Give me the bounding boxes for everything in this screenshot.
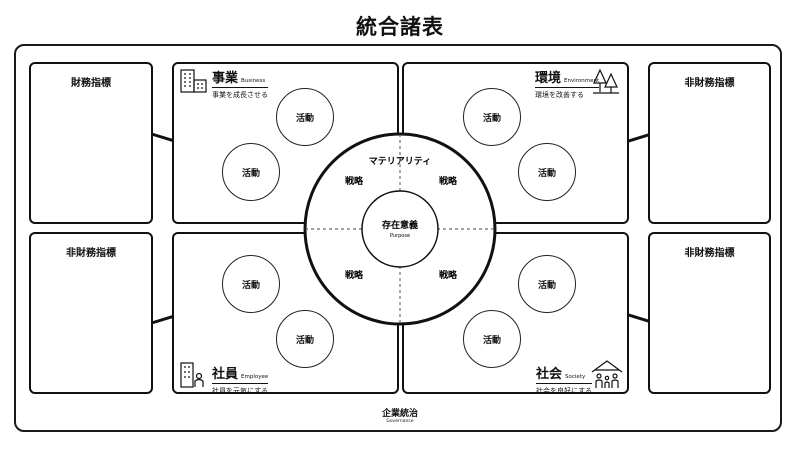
financial-indicator-box-top-left: 財務指標	[29, 62, 153, 224]
governance-label: 企業統治	[381, 409, 418, 419]
page-title: 統合諸表	[356, 15, 444, 39]
environment-title: 環境	[535, 71, 562, 86]
trees-icon	[593, 68, 619, 94]
society-subtitle: 社会を良好にする	[536, 383, 593, 396]
activity-circle: 活動	[518, 143, 576, 201]
purpose-label: 存在意義	[382, 219, 418, 231]
strategy-label: 戦略	[345, 269, 364, 281]
nonfinancial-indicator-label: 非財務指標	[684, 78, 735, 89]
activity-circle: 活動	[276, 88, 334, 146]
business-title: 事業	[212, 71, 239, 86]
society-title: 社会	[536, 367, 563, 382]
strategy-label: 戦略	[439, 175, 458, 187]
activity-circle: 活動	[518, 255, 576, 313]
nonfinancial-indicator-label: 非財務指標	[684, 248, 735, 259]
house-family-icon	[591, 360, 623, 388]
people-icon	[180, 362, 204, 388]
materiality-label: マテリアリティ	[369, 156, 431, 167]
strategy-label: 戦略	[439, 269, 458, 281]
governance-frame	[14, 44, 782, 432]
nonfinancial-indicator-box-bottom-right: 非財務指標	[648, 232, 771, 394]
building-icon	[180, 69, 207, 93]
nonfinancial-indicator-box-bottom-left: 非財務指標	[29, 232, 153, 394]
activity-circle: 活動	[463, 310, 521, 368]
employee-title: 社員	[212, 367, 239, 382]
employee-en: Employee	[241, 374, 269, 380]
activity-circle: 活動	[222, 255, 280, 313]
environment-subtitle: 環境を改善する	[535, 87, 600, 100]
governance-en-label: Governance	[386, 419, 414, 424]
employee-subtitle: 社員を元気にする	[212, 383, 269, 396]
nonfinancial-indicator-box-top-right: 非財務指標	[648, 62, 771, 224]
activity-circle: 活動	[276, 310, 334, 368]
business-en: Business	[241, 78, 266, 84]
environment-en: Environment	[564, 78, 600, 84]
financial-indicator-label: 財務指標	[71, 78, 111, 89]
purpose-en-label: Purpose	[390, 233, 410, 239]
society-en: Society	[565, 374, 586, 380]
materiality-diagram: マテリアリティ 戦略 戦略 戦略 戦略 存在意義 Purpose	[303, 132, 497, 326]
nonfinancial-indicator-label: 非財務指標	[66, 248, 116, 259]
activity-circle: 活動	[222, 143, 280, 201]
business-subtitle: 事業を成長させる	[212, 87, 268, 100]
activity-circle: 活動	[463, 88, 521, 146]
strategy-label: 戦略	[345, 175, 364, 187]
